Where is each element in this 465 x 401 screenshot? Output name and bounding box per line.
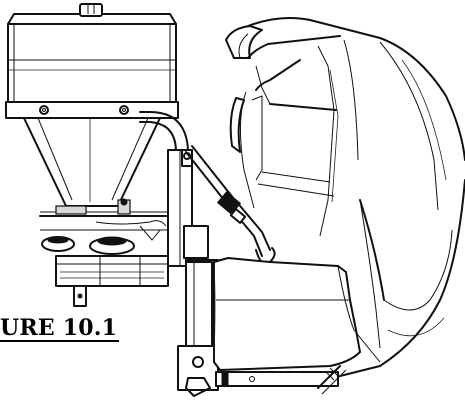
mount-post (167, 149, 219, 269)
hopper-funnel (23, 117, 161, 207)
hopper-rim (5, 101, 179, 119)
rim-bolt-right (119, 105, 129, 115)
hopper (5, 3, 179, 207)
hitch-receiver (177, 261, 347, 397)
hopper-lid-handle (79, 3, 103, 17)
vehicle-bumper (213, 257, 361, 371)
vehicle-rear (213, 17, 465, 377)
hopper-box (7, 23, 177, 103)
lower-frame (55, 255, 169, 287)
rim-bolt-left (39, 105, 49, 115)
turnbuckle-strap (185, 145, 276, 270)
figure-label: URE 10.1 (0, 315, 120, 342)
vehicle-body (230, 17, 465, 161)
spinner-assembly (39, 198, 171, 307)
